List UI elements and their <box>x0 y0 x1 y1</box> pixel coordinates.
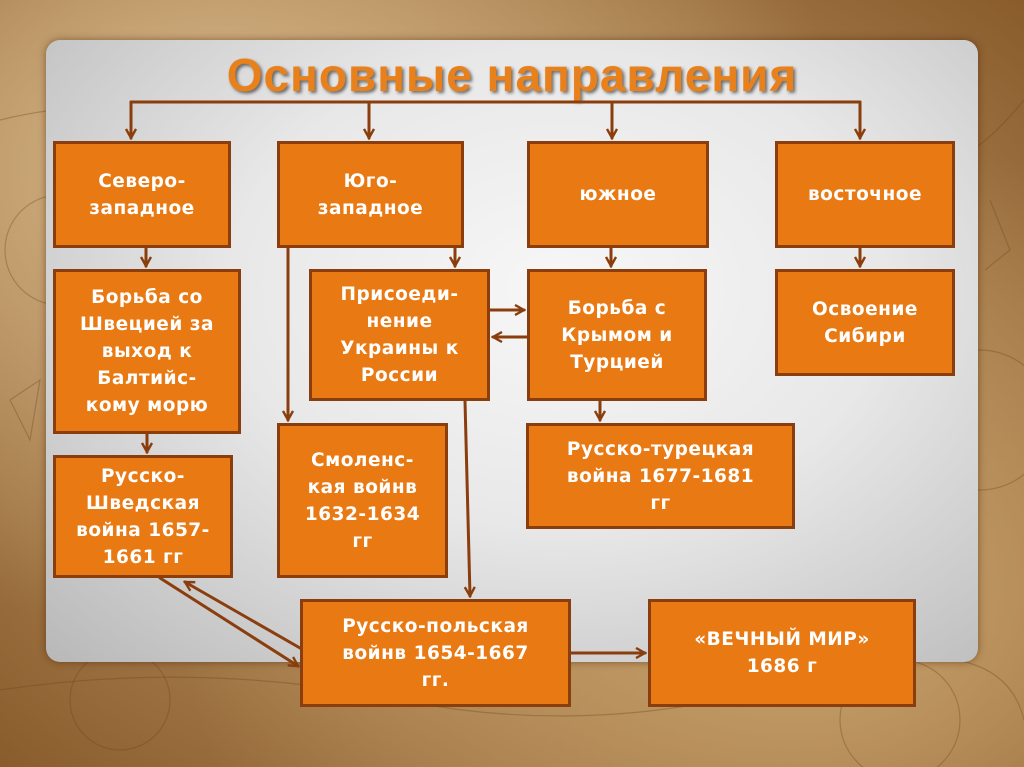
page-title: Основные направления <box>226 49 798 101</box>
node-crimea: Борьба с Крымом и Турцией <box>527 269 707 401</box>
node-smolensk: Смоленс- кая войнв 1632-1634 гг <box>277 423 448 578</box>
node-south: южное <box>527 141 709 248</box>
node-polish-war: Русско-польская войнв 1654-1667 гг. <box>300 599 571 707</box>
node-east: восточное <box>775 141 955 248</box>
node-swedish-war: Русско- Шведская война 1657- 1661 гг <box>53 455 233 578</box>
node-eternal-peace: «ВЕЧНЫЙ МИР» 1686 г <box>648 599 916 707</box>
node-southwest: Юго- западное <box>277 141 464 248</box>
node-northwest: Северо- западное <box>53 141 231 248</box>
node-turkish-war: Русско-турецкая война 1677-1681 гг <box>526 423 795 529</box>
node-ukraine: Присоеди- нение Украины к России <box>309 269 490 401</box>
node-sweden-struggle: Борьба со Швецией за выход к Балтийс- ко… <box>53 269 241 434</box>
node-siberia: Освоение Сибири <box>775 269 955 376</box>
